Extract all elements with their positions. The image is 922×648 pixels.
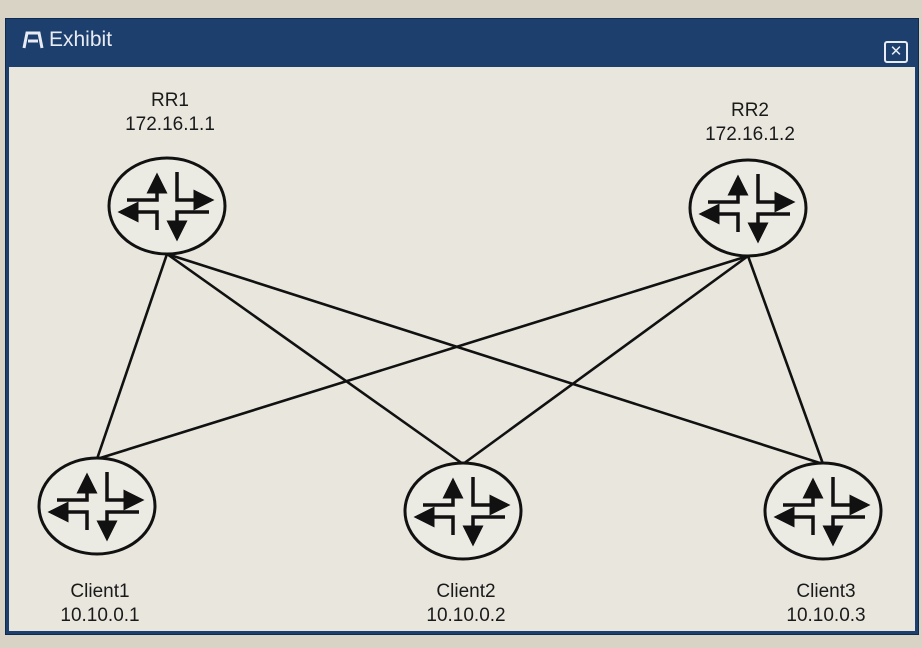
client1-router-icon[interactable] [37, 456, 157, 556]
link-rr1-client3 [166, 252, 824, 466]
exhibit-icon [22, 31, 44, 49]
close-button[interactable]: ✕ [884, 41, 908, 63]
node-ip: 172.16.1.2 [705, 124, 795, 145]
client2-router-icon[interactable] [403, 461, 523, 561]
network-diagram [37, 156, 883, 561]
link-rr2-client2 [462, 254, 749, 466]
client2-label: Client2 10.10.0.2 [386, 580, 546, 628]
node-name: Client2 [436, 581, 496, 602]
link-rr1-client1 [95, 253, 169, 460]
rr2-router-icon[interactable] [688, 158, 808, 258]
node-ip: 172.16.1.1 [125, 114, 215, 135]
node-ip: 10.10.0.2 [426, 605, 506, 626]
node-name: RR2 [730, 100, 769, 121]
exhibit-window: Exhibit ✕ RR1 172.16.1.1 RR2 172.16.1.2 Cl… [5, 18, 919, 635]
rr1-label: RR1 172.16.1.1 [90, 89, 250, 137]
client3-router-icon[interactable] [763, 461, 883, 561]
node-name: Client1 [70, 581, 130, 602]
node-ip: 10.10.0.3 [786, 605, 866, 626]
node-ip: 10.10.0.1 [60, 605, 140, 626]
rr1-router-icon[interactable] [107, 156, 227, 256]
title-bar: Exhibit [6, 19, 918, 61]
link-rr2-client1 [96, 254, 749, 461]
link-rr2-client3 [746, 255, 825, 465]
node-name: Client3 [796, 581, 856, 602]
window-title: Exhibit [49, 28, 113, 51]
diagram-area: RR1 172.16.1.1 RR2 172.16.1.2 Client1 10.10… [9, 67, 915, 631]
client3-label: Client3 10.10.0.3 [746, 580, 906, 628]
close-icon: ✕ [889, 43, 903, 60]
link-rr1-client2 [166, 252, 464, 466]
client1-label: Client1 10.10.0.1 [20, 580, 180, 628]
rr2-label: RR2 172.16.1.2 [670, 99, 830, 147]
node-name: RR1 [150, 90, 189, 111]
